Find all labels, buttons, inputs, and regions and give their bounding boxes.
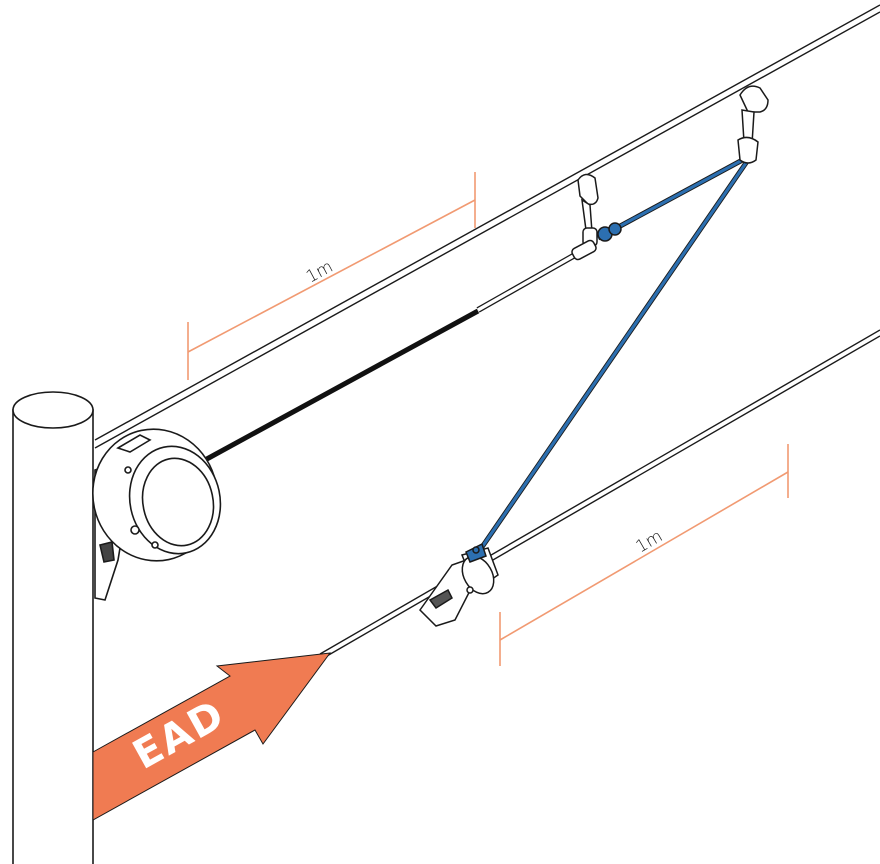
retractable-tape	[205, 255, 575, 460]
upper-dimension-label: 1m	[303, 257, 337, 288]
upper-anchor-cable	[95, 5, 880, 448]
lower-dimension-label: 1m	[633, 526, 667, 557]
rope-grab-icon	[420, 544, 500, 626]
karabiner-icon-mid	[571, 174, 621, 260]
self-retracting-lifeline-icon	[81, 418, 231, 600]
ead-arrow: EAD	[93, 653, 330, 820]
post	[13, 392, 93, 864]
karabiner-icon-top	[738, 86, 768, 163]
